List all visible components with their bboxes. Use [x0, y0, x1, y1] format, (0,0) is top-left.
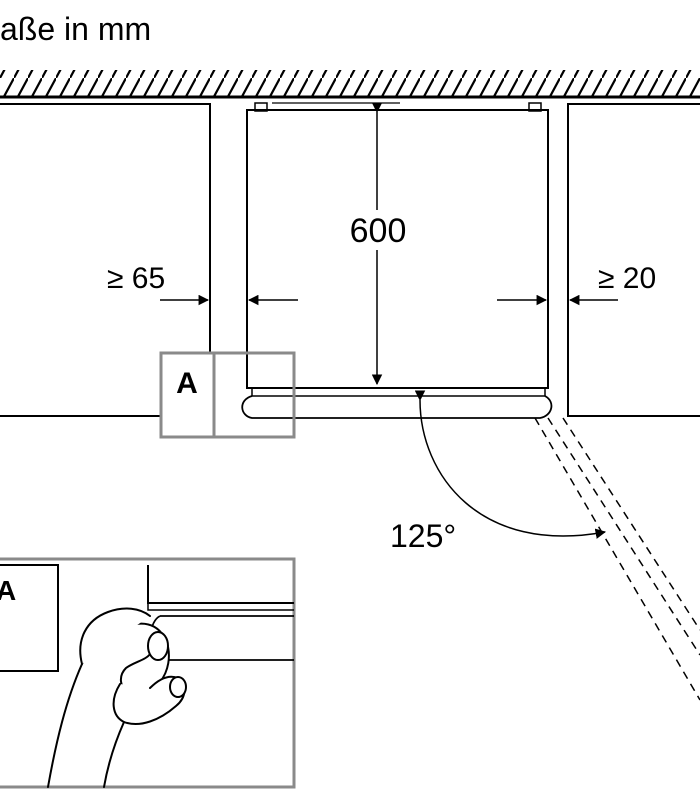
inset-marker: A: [0, 575, 16, 606]
ceiling-hatching: [0, 70, 700, 99]
door-angle-value: 125°: [390, 518, 456, 554]
depth-value: 600: [350, 212, 407, 250]
left-cabinet: [0, 103, 211, 417]
left-gap-value: ≥ 65: [107, 262, 165, 295]
depth-dimension: [345, 102, 409, 386]
detail-marker: A: [176, 367, 198, 400]
page-title: aße in mm: [0, 11, 151, 47]
appliance-door: [241, 387, 553, 419]
right-cabinet: [567, 103, 700, 417]
right-gap-value: ≥ 20: [598, 262, 656, 295]
door-angle-arc: [414, 390, 607, 539]
hand-illustration: [47, 607, 187, 788]
opened-door-outline: [534, 417, 700, 701]
detail-marker-box: [159, 351, 216, 439]
